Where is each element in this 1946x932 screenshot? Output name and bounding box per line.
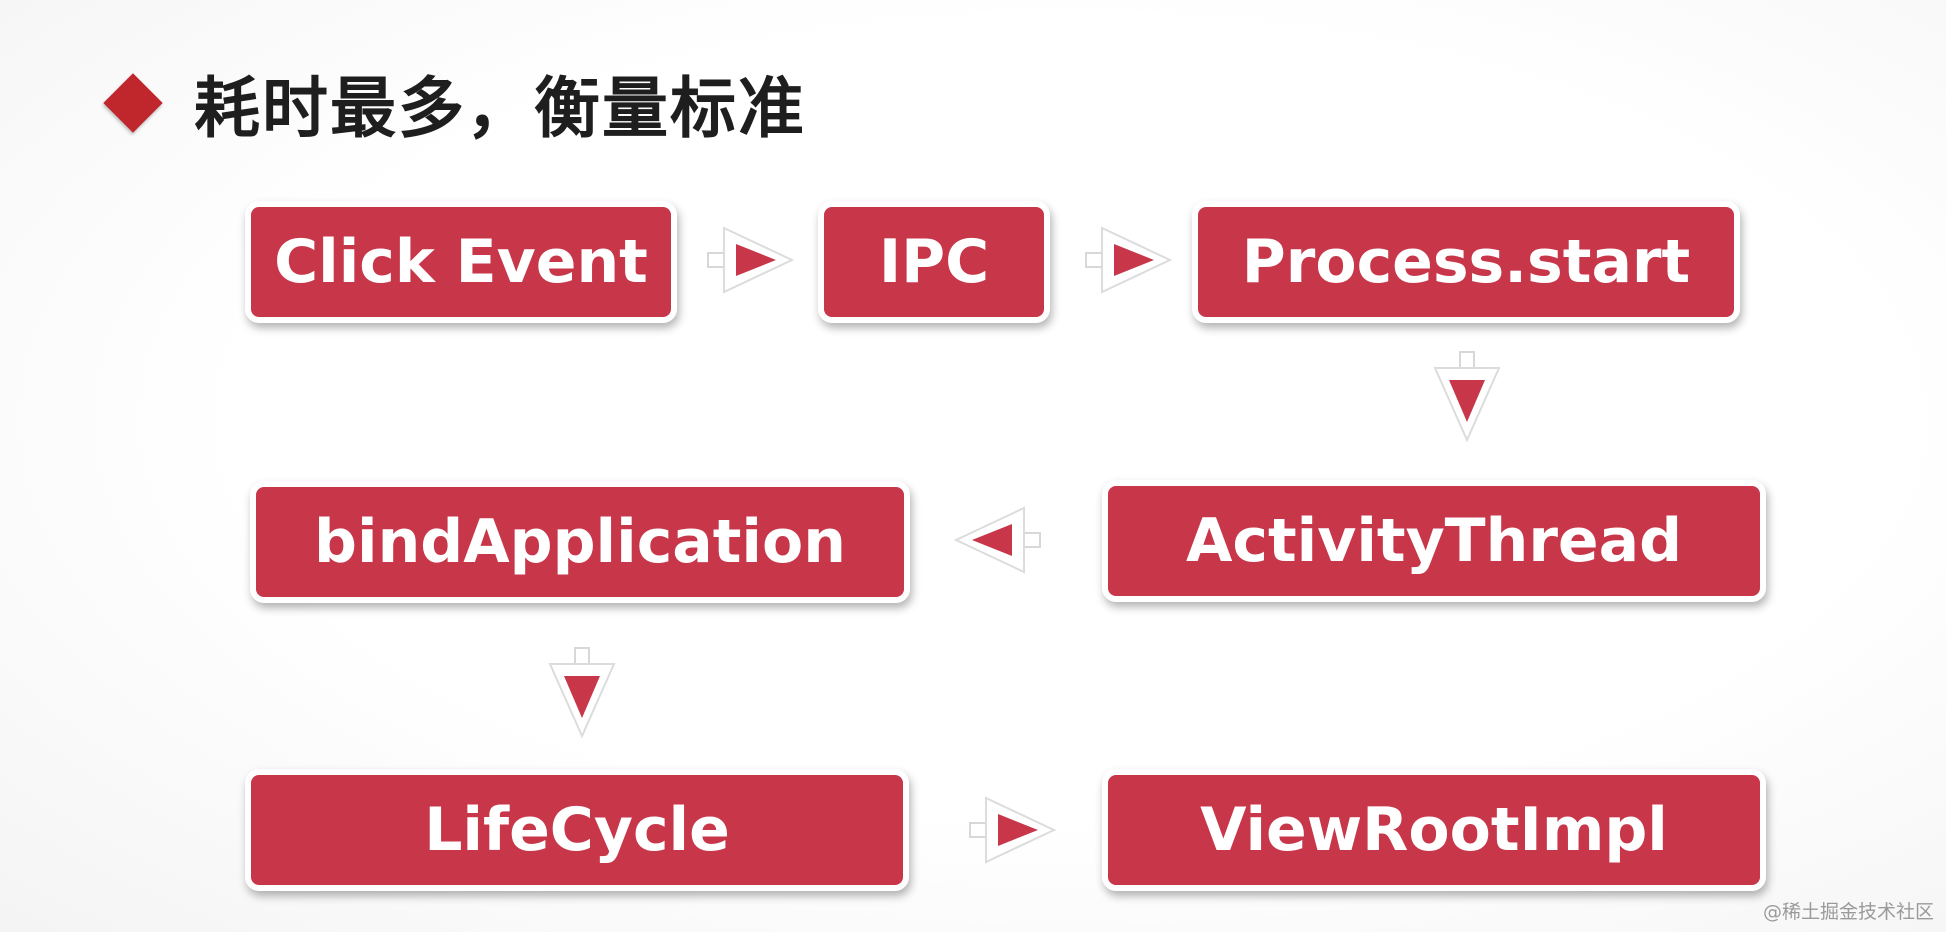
arrow-right-icon [707,226,795,294]
watermark: @稀土掘金技术社区 [1762,901,1934,923]
node-process-start: Process.start [1192,201,1740,323]
arrow-right-icon [1085,226,1173,294]
node-click-event: Click Event [245,201,677,323]
arrow-down-icon [1433,351,1501,443]
node-activity-thread: ActivityThread [1102,480,1766,602]
node-view-root-impl: ViewRootImpl [1102,769,1766,891]
title-text: 耗时最多，衡量标准 [194,70,806,147]
node-ipc: IPC [818,201,1050,323]
slide-title: 耗时最多，衡量标准 [98,60,806,147]
arrow-left-icon [953,506,1041,574]
node-bind-application: bindApplication [250,481,910,603]
node-lifecycle: LifeCycle [245,769,909,891]
arrow-right-icon [969,796,1057,864]
arrow-down-icon [548,647,616,739]
diamond-bullet-icon [103,73,163,133]
